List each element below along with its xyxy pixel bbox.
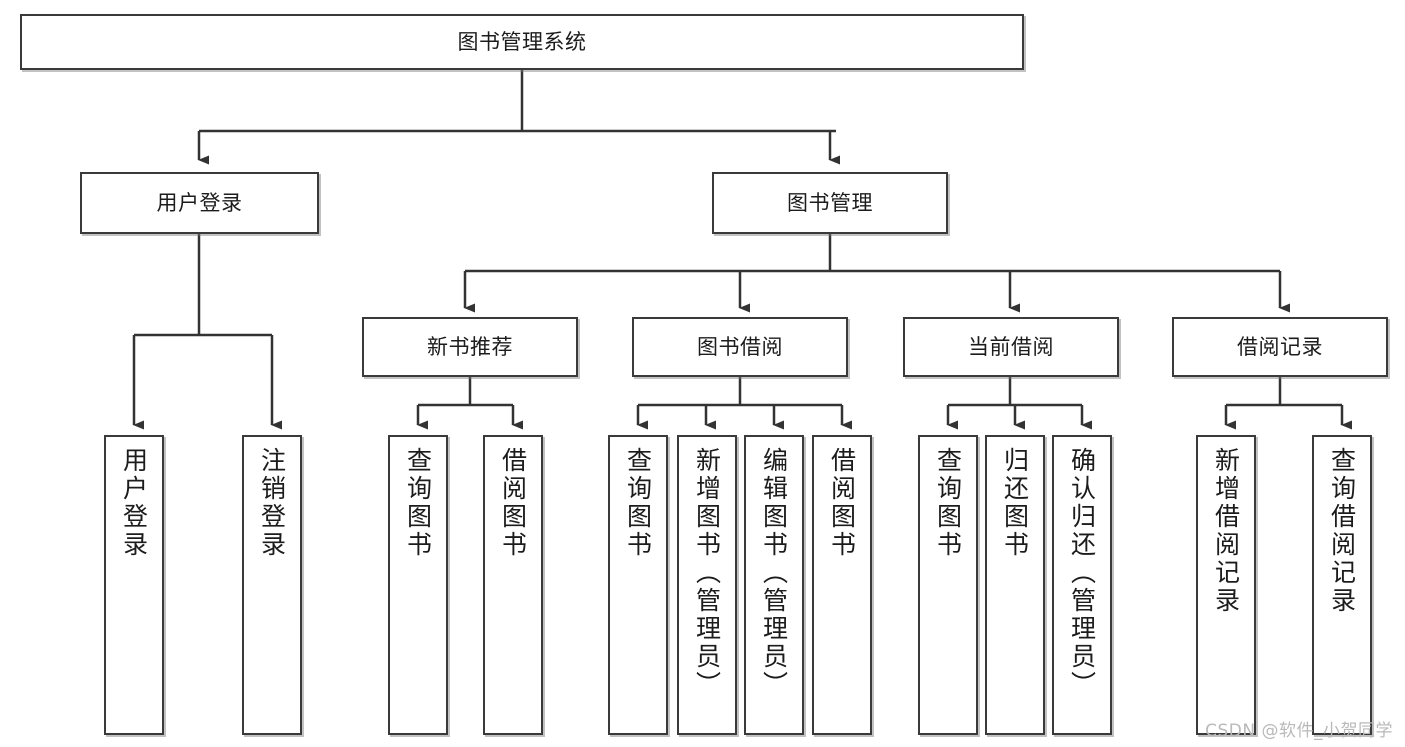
node-book-manage-label: 图书管理 — [787, 190, 873, 215]
node-leaf-add-record[interactable]: 新增借阅记录 — [1196, 435, 1256, 735]
node-new-book-rec[interactable]: 新书推荐 — [362, 317, 578, 377]
node-leaf-borrow-book-2[interactable]: 借阅图书 — [812, 435, 872, 735]
node-leaf-query-book-3-label: 查询图书 — [933, 447, 963, 559]
node-leaf-user-login-label: 用户登录 — [119, 447, 149, 559]
node-leaf-query-record[interactable]: 查询借阅记录 — [1312, 435, 1372, 735]
node-leaf-return-book-label: 归还图书 — [1000, 447, 1030, 559]
node-leaf-borrow-book-1-label: 借阅图书 — [498, 447, 528, 559]
node-book-borrow[interactable]: 图书借阅 — [632, 317, 848, 377]
node-current-borrow-label: 当前借阅 — [968, 334, 1054, 359]
csdn-watermark: CSDN @软件_小贺同学 — [1205, 721, 1393, 741]
node-leaf-query-record-label: 查询借阅记录 — [1327, 447, 1357, 615]
node-leaf-edit-book-label: 编辑图书（管理员） — [759, 447, 789, 699]
node-user-login[interactable]: 用户登录 — [80, 172, 319, 234]
node-root-label: 图书管理系统 — [457, 29, 587, 54]
node-leaf-confirm-return-label: 确认归还（管理员） — [1067, 447, 1097, 699]
node-leaf-query-book-3[interactable]: 查询图书 — [918, 435, 978, 735]
node-borrow-record[interactable]: 借阅记录 — [1172, 317, 1388, 377]
node-leaf-user-login[interactable]: 用户登录 — [104, 435, 164, 735]
node-leaf-add-record-label: 新增借阅记录 — [1211, 447, 1241, 615]
node-leaf-query-book-1[interactable]: 查询图书 — [388, 435, 448, 735]
node-book-borrow-label: 图书借阅 — [697, 334, 783, 359]
node-user-login-label: 用户登录 — [156, 190, 243, 215]
node-leaf-borrow-book-1[interactable]: 借阅图书 — [483, 435, 543, 735]
node-new-book-rec-label: 新书推荐 — [427, 334, 513, 359]
node-leaf-query-book-2[interactable]: 查询图书 — [608, 435, 668, 735]
node-leaf-borrow-book-2-label: 借阅图书 — [827, 447, 857, 559]
node-leaf-logout[interactable]: 注销登录 — [242, 435, 302, 735]
node-leaf-query-book-2-label: 查询图书 — [623, 447, 653, 559]
node-leaf-logout-label: 注销登录 — [257, 447, 287, 559]
node-borrow-record-label: 借阅记录 — [1237, 334, 1323, 359]
node-leaf-add-book[interactable]: 新增图书（管理员） — [677, 435, 737, 735]
node-book-manage[interactable]: 图书管理 — [712, 172, 948, 234]
node-leaf-add-book-label: 新增图书（管理员） — [692, 447, 722, 699]
node-root[interactable]: 图书管理系统 — [20, 14, 1024, 70]
node-current-borrow[interactable]: 当前借阅 — [903, 317, 1119, 377]
node-leaf-query-book-1-label: 查询图书 — [403, 447, 433, 559]
node-leaf-confirm-return[interactable]: 确认归还（管理员） — [1052, 435, 1112, 735]
node-leaf-edit-book[interactable]: 编辑图书（管理员） — [744, 435, 804, 735]
node-leaf-return-book[interactable]: 归还图书 — [985, 435, 1045, 735]
